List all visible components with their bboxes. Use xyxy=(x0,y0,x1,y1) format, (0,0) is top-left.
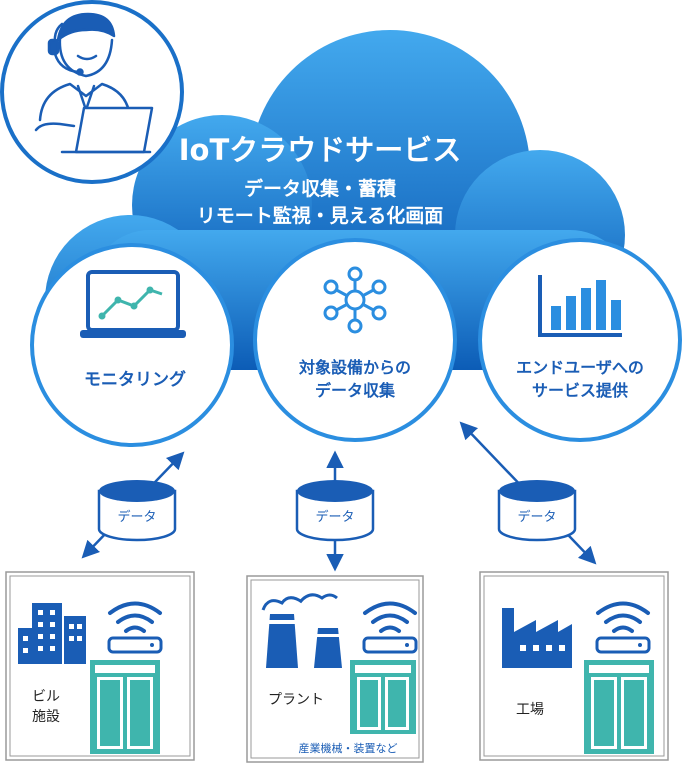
site-buildings: ビル 施設 xyxy=(5,571,195,761)
operator-with-headset-icon xyxy=(34,12,154,154)
factory-icon xyxy=(502,608,572,668)
operator-badge xyxy=(0,0,184,184)
feature-data-collection-label-1: 対象設備からの xyxy=(298,358,411,377)
control-cabinet-icon xyxy=(350,660,416,734)
site-buildings-label-2: 施設 xyxy=(32,709,60,725)
network-hub-icon xyxy=(323,266,387,334)
cloud-title: IoTクラウドサービス xyxy=(179,133,462,167)
cloud-subtitle-2: リモート監視・見える化画面 xyxy=(197,204,443,227)
plant-icon xyxy=(261,593,342,668)
feature-service-label-2: サービス提供 xyxy=(532,381,628,400)
wifi-icon xyxy=(363,601,417,633)
feature-service-label-1: エンドユーザへの xyxy=(516,358,644,377)
router-icon xyxy=(107,636,163,654)
control-cabinet-icon xyxy=(90,660,160,754)
wifi-icon xyxy=(596,601,650,633)
data-cylinder-3: データ xyxy=(497,480,577,542)
feature-monitoring: モニタリング xyxy=(30,243,234,447)
feature-data-collection-label-2: データ収集 xyxy=(315,381,396,400)
site-plant: プラント 産業機械・装置など xyxy=(246,575,424,763)
bar-chart-icon xyxy=(538,275,622,337)
site-factory-label: 工場 xyxy=(516,702,544,718)
buildings-icon xyxy=(18,603,86,664)
site-plant-label: プラント xyxy=(268,692,324,708)
control-cabinet-icon xyxy=(584,660,654,754)
router-icon xyxy=(595,636,651,654)
cloud-subtitle-1: データ収集・蓄積 xyxy=(244,177,396,200)
site-buildings-label-1: ビル xyxy=(32,689,60,705)
data-cylinder-2: データ xyxy=(295,480,375,542)
feature-data-collection: 対象設備からの データ収集 xyxy=(253,238,457,442)
wifi-icon xyxy=(108,601,162,633)
site-factory: 工場 xyxy=(479,571,669,761)
data-cylinder-3-label: データ xyxy=(517,509,556,525)
feature-monitoring-label: モニタリング xyxy=(84,369,186,390)
data-cylinder-1: データ xyxy=(97,480,177,542)
feature-service: エンドユーザへの サービス提供 xyxy=(478,238,682,442)
site-plant-caption: 産業機械・装置など xyxy=(299,741,398,755)
data-cylinder-1-label: データ xyxy=(117,509,156,525)
router-icon xyxy=(362,636,418,654)
data-cylinder-2-label: データ xyxy=(315,509,354,525)
monitor-chart-icon xyxy=(80,270,186,338)
